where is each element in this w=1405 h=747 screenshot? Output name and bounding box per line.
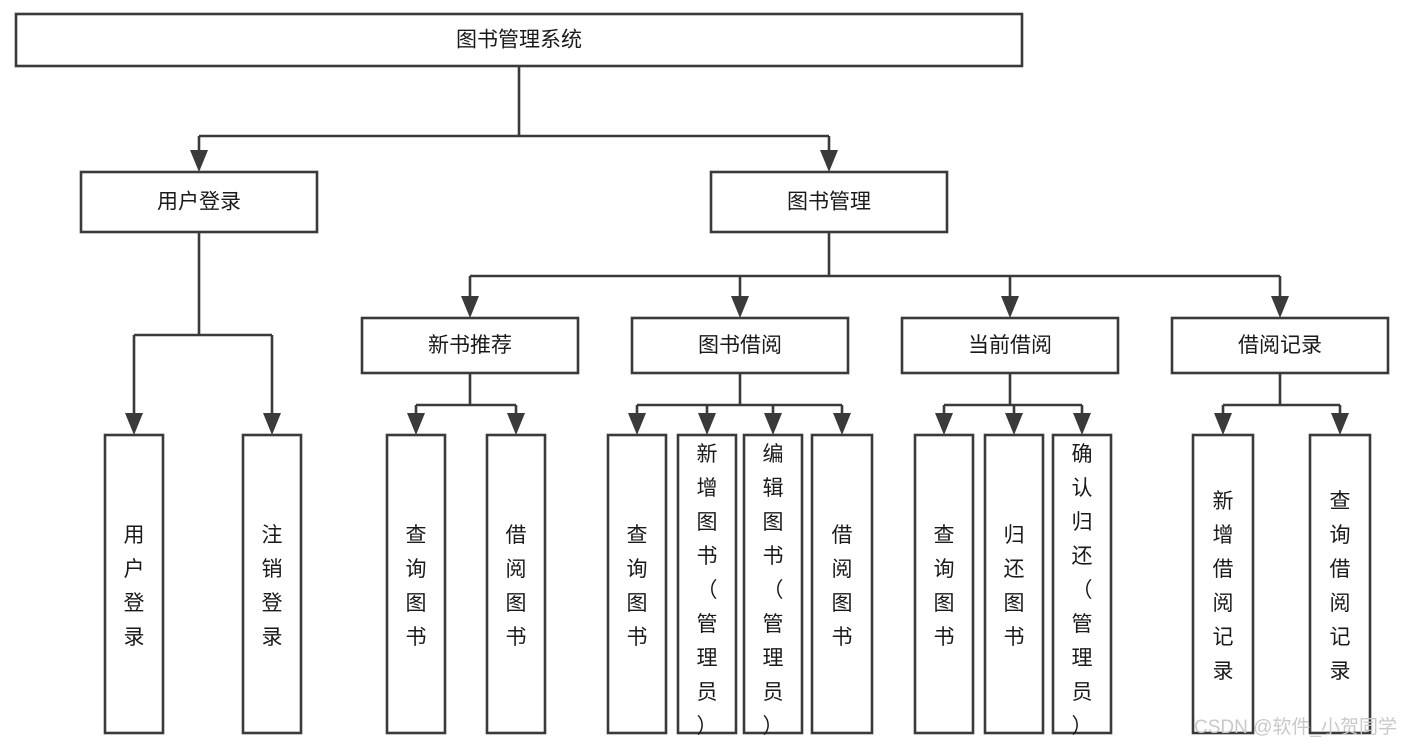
leaf-node-12-label: 查询借阅记录 bbox=[1330, 490, 1351, 683]
leaf-node-2-label: 查询图书 bbox=[406, 524, 427, 649]
level1-node-1-rect[interactable] bbox=[709, 170, 949, 234]
leaf-node-9-label: 归还图书 bbox=[1004, 524, 1025, 649]
leaf-node-11[interactable]: 新增借阅记录 bbox=[1191, 433, 1255, 735]
arrow-head bbox=[698, 413, 716, 435]
arrow-head bbox=[263, 413, 281, 435]
arrow-head bbox=[935, 413, 953, 435]
arrow-head bbox=[190, 150, 208, 172]
leaf-node-6[interactable]: 编辑图书（管理员） bbox=[742, 433, 804, 738]
leaf-node-4[interactable]: 查询图书 bbox=[606, 433, 668, 735]
arrow-head bbox=[1073, 413, 1091, 435]
root-node[interactable]: 图书管理系统 bbox=[14, 12, 1024, 68]
level2-node-3[interactable]: 借阅记录 bbox=[1170, 316, 1390, 375]
arrow-head bbox=[1001, 296, 1019, 318]
leaf-node-11-rect[interactable] bbox=[1191, 433, 1255, 735]
leaf-node-5[interactable]: 新增图书（管理员） bbox=[676, 433, 738, 738]
level2-node-0-label: 新书推荐 bbox=[428, 334, 512, 357]
leaf-node-3-rect[interactable] bbox=[485, 433, 547, 735]
leaf-node-11-label: 新增借阅记录 bbox=[1213, 490, 1234, 683]
arrow-head bbox=[820, 150, 838, 172]
leaf-node-7-rect[interactable] bbox=[810, 433, 874, 735]
leaf-node-10-rect[interactable] bbox=[1051, 433, 1113, 735]
leaf-node-2-rect[interactable] bbox=[385, 433, 447, 735]
root-node-label: 图书管理系统 bbox=[456, 29, 582, 52]
level2-node-1-rect[interactable] bbox=[630, 316, 850, 375]
leaf-node-7-label: 借阅图书 bbox=[832, 524, 853, 649]
leaf-node-12[interactable]: 查询借阅记录 bbox=[1308, 433, 1372, 735]
level2-node-2[interactable]: 当前借阅 bbox=[900, 316, 1120, 375]
leaf-node-6-rect[interactable] bbox=[742, 433, 804, 735]
level2-node-0[interactable]: 新书推荐 bbox=[360, 316, 580, 375]
arrow-head bbox=[833, 413, 851, 435]
leaf-node-10-label: 确认归还（管理员） bbox=[1072, 443, 1093, 738]
leaf-node-2[interactable]: 查询图书 bbox=[385, 433, 447, 735]
leaf-node-5-label: 新增图书（管理员） bbox=[697, 443, 718, 738]
arrow-head bbox=[1005, 413, 1023, 435]
leaf-node-8[interactable]: 查询图书 bbox=[913, 433, 975, 735]
leaf-node-8-rect[interactable] bbox=[913, 433, 975, 735]
leaf-node-0-rect[interactable] bbox=[103, 433, 165, 735]
level1-node-0[interactable]: 用户登录 bbox=[79, 170, 319, 234]
arrow-head bbox=[628, 413, 646, 435]
leaf-node-5-rect[interactable] bbox=[676, 433, 738, 735]
leaf-node-0[interactable]: 用户登录 bbox=[103, 433, 165, 735]
node-layer: 图书管理系统用户登录图书管理新书推荐图书借阅当前借阅借阅记录用户登录注销登录查询… bbox=[14, 12, 1390, 738]
level2-node-2-rect[interactable] bbox=[900, 316, 1120, 375]
level1-node-0-label: 用户登录 bbox=[157, 191, 241, 214]
root-node-rect[interactable] bbox=[14, 12, 1024, 68]
csdn-watermark: CSDN @软件_小贺同学 bbox=[1194, 716, 1397, 738]
level1-node-1-label: 图书管理 bbox=[787, 191, 871, 214]
arrow-head bbox=[764, 413, 782, 435]
leaf-node-10[interactable]: 确认归还（管理员） bbox=[1051, 433, 1113, 738]
leaf-node-12-rect[interactable] bbox=[1308, 433, 1372, 735]
arrow-head bbox=[507, 413, 525, 435]
level2-node-3-rect[interactable] bbox=[1170, 316, 1390, 375]
level2-node-1-label: 图书借阅 bbox=[698, 334, 782, 357]
arrow-head bbox=[731, 296, 749, 318]
level2-node-1[interactable]: 图书借阅 bbox=[630, 316, 850, 375]
arrow-head bbox=[125, 413, 143, 435]
leaf-node-1-label: 注销登录 bbox=[262, 524, 283, 649]
leaf-node-7[interactable]: 借阅图书 bbox=[810, 433, 874, 735]
leaf-node-9[interactable]: 归还图书 bbox=[983, 433, 1045, 735]
connector-layer bbox=[125, 66, 1349, 435]
leaf-node-8-label: 查询图书 bbox=[934, 524, 955, 649]
level2-node-2-label: 当前借阅 bbox=[968, 334, 1052, 357]
leaf-node-3-label: 借阅图书 bbox=[506, 524, 527, 649]
leaf-node-0-label: 用户登录 bbox=[124, 524, 145, 649]
arrow-head bbox=[1271, 296, 1289, 318]
arrow-head bbox=[1331, 413, 1349, 435]
arrow-head bbox=[407, 413, 425, 435]
leaf-node-4-label: 查询图书 bbox=[627, 524, 648, 649]
level2-node-0-rect[interactable] bbox=[360, 316, 580, 375]
leaf-node-1[interactable]: 注销登录 bbox=[241, 433, 303, 735]
leaf-node-4-rect[interactable] bbox=[606, 433, 668, 735]
arrow-head bbox=[1214, 413, 1232, 435]
leaf-node-9-rect[interactable] bbox=[983, 433, 1045, 735]
level1-node-1[interactable]: 图书管理 bbox=[709, 170, 949, 234]
level1-node-0-rect[interactable] bbox=[79, 170, 319, 234]
leaf-node-3[interactable]: 借阅图书 bbox=[485, 433, 547, 735]
arrow-head bbox=[461, 296, 479, 318]
level2-node-3-label: 借阅记录 bbox=[1238, 334, 1322, 357]
leaf-node-1-rect[interactable] bbox=[241, 433, 303, 735]
leaf-node-6-label: 编辑图书（管理员） bbox=[763, 443, 784, 738]
